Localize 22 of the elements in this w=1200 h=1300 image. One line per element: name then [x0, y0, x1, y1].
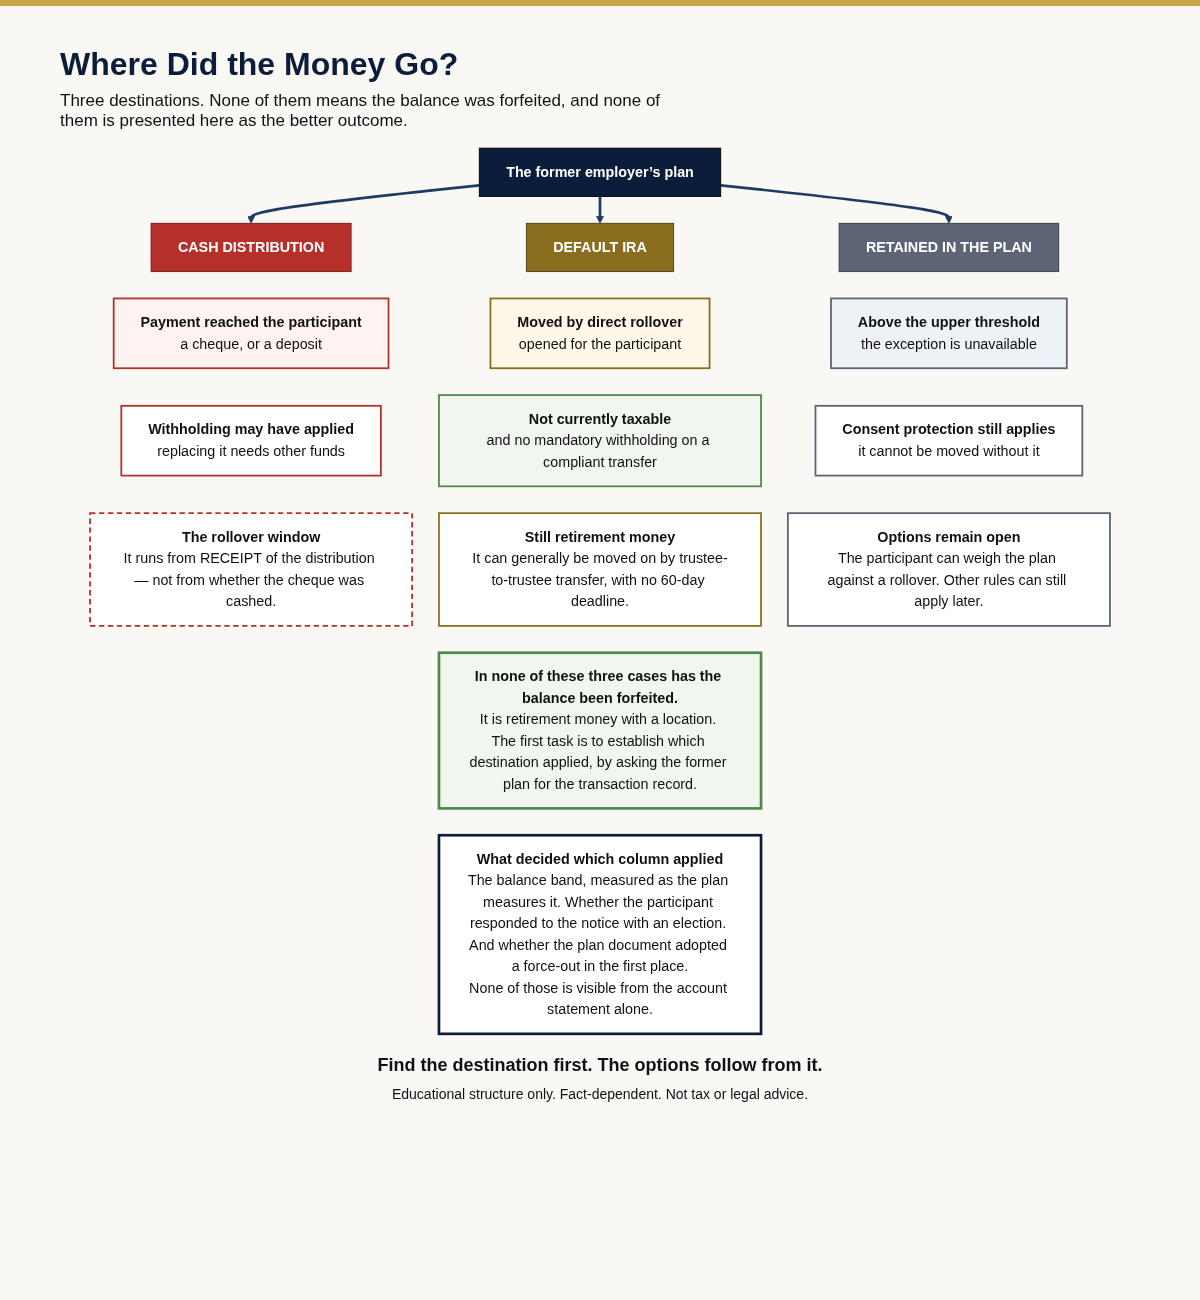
node-box: In none of these three cases has the balance been forfeited. It is retirement money with a location. The first task is to establish which destination applied, by asking the former plan for the transaction record. — [437, 651, 763, 810]
node-box: RETAINED IN THE PLAN — [838, 222, 1060, 273]
node-box: Options remain open The participant can weigh the plan against a rollover. Other rules can still apply later. — [786, 512, 1111, 627]
node-box: Withholding may have applied replacing it needs other funds — [120, 404, 382, 477]
node-box: Payment reached the participant a cheque, or a deposit — [112, 297, 390, 370]
node-box: Above the upper threshold the exception is unavailable — [830, 297, 1068, 370]
arrow — [720, 183, 953, 224]
arrow — [596, 196, 604, 224]
node-box: Not currently taxable and no mandatory withholding on a compliant transfer — [438, 394, 762, 488]
node-box: Still retirement money It can generally be moved on by trustee-to-trustee transfer, with no 60-day deadline. — [438, 512, 762, 627]
node-box: The former employer’s plan — [478, 147, 722, 197]
node-box: The rollover window It runs from RECEIPT of the distribution — not from whether the cheque was cashed. — [89, 512, 414, 627]
node-box: Consent protection still applies it cannot be moved without it — [814, 404, 1084, 477]
node-box: Moved by direct rollover opened for the participant — [489, 297, 711, 370]
arrow — [247, 183, 480, 224]
node-box: DEFAULT IRA — [525, 222, 675, 273]
disclaimer: Educational structure only. Fact-dependent. Not tax or legal advice. — [390, 1086, 810, 1102]
title: Where Did the Money Go? — [60, 46, 460, 83]
node-box: What decided which column applied The balance band, measured as the plan measures it. Whether the participant responded to the notice with an election. And whether the plan document adopted a force-out in the first place. None of those is visible from the account statement alone. — [437, 833, 763, 1036]
node-box: CASH DISTRIBUTION — [150, 222, 352, 273]
closing-note: Find the destination first. The options follow from it. — [376, 1055, 824, 1076]
subtitle: Three destinations. None of them means the balance was forfeited, and none of them is presented here as the better outcome. — [60, 91, 662, 131]
